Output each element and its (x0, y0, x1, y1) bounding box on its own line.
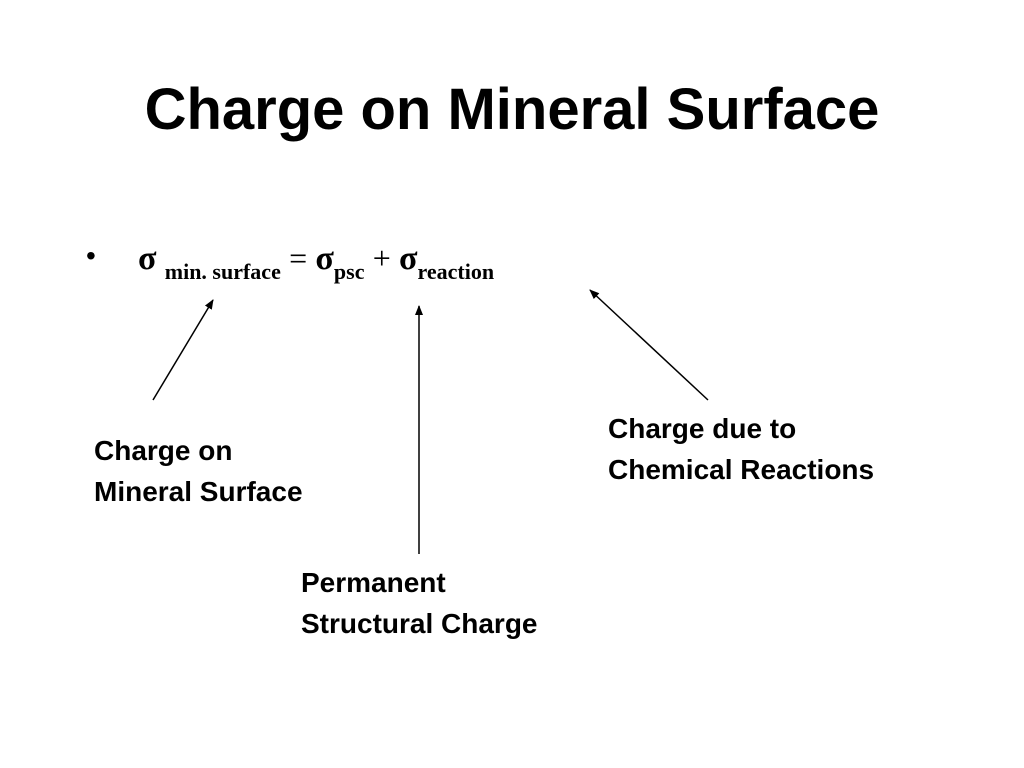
label-reaction-line-2: Chemical Reactions (608, 454, 875, 485)
subscript-reaction: reaction (417, 259, 495, 284)
slide-title: Charge on Mineral Surface (144, 77, 880, 142)
sigma-surface: σ (138, 240, 157, 277)
label-surface-line-1: Charge on (94, 435, 233, 466)
label-surface-line-2: Mineral Surface (94, 476, 303, 507)
subscript-min-surface: min. surface (164, 259, 281, 284)
label-psc-line-1: Permanent (301, 567, 446, 598)
label-charge-on-mineral-surface: Charge on Mineral Surface (94, 430, 303, 512)
sigma-psc: σ (315, 240, 334, 277)
plus-sign: + (372, 240, 391, 276)
label-psc-line-2: Structural Charge (301, 608, 538, 639)
sigma-reaction: σ (399, 240, 418, 277)
label-reaction-line-1: Charge due to (608, 413, 797, 444)
arrow-to-min-surface (152, 299, 214, 401)
label-charge-due-to-reactions: Charge due to Chemical Reactions (608, 408, 874, 490)
arrow-to-reaction (589, 289, 709, 401)
surface-charge-formula: σ min. surface = σpsc + σreaction (138, 236, 494, 284)
bullet-icon: • (86, 240, 96, 271)
subscript-psc: psc (333, 259, 365, 284)
label-permanent-structural-charge: Permanent Structural Charge (301, 562, 538, 644)
equals-sign: = (289, 240, 308, 276)
